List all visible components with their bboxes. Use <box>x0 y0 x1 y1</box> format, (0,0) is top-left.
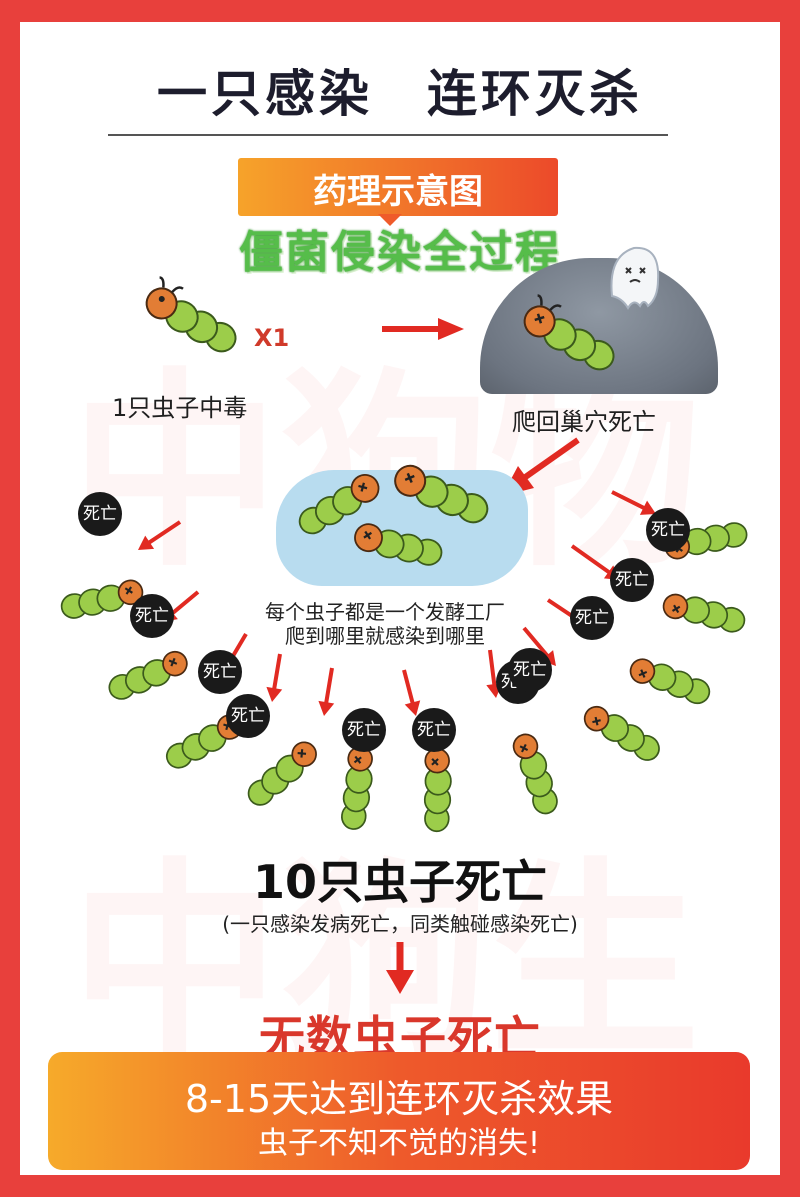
caterpillar-icon <box>341 746 373 830</box>
death-badge-icon: 死亡 <box>646 508 690 552</box>
caterpillar-icon <box>629 658 711 705</box>
arrow-to-nest <box>380 314 466 348</box>
banner-label: 药理示意图 <box>313 172 483 212</box>
footer-banner <box>48 1052 750 1170</box>
infographic-card: 中 狗 物 中 狗 生 一只感染 连环灭杀 药理示意图 僵菌侵染全过程 X1 1… <box>20 22 780 1175</box>
arrow-icon <box>386 942 414 994</box>
dead-caterpillar <box>228 728 338 822</box>
dead-caterpillar <box>382 744 492 838</box>
arrow-icon <box>138 520 182 550</box>
banner-notch <box>378 214 402 226</box>
spread-note-line2: 爬到哪里就感染到哪里 <box>285 624 485 648</box>
death-badge-icon: 死亡 <box>610 558 654 602</box>
ghost-icon <box>610 246 660 310</box>
process-subtitle: 僵菌侵染全过程 <box>239 227 561 278</box>
result-detail: (一只感染发病死亡，同类触碰感染死亡) <box>222 912 578 936</box>
caterpillar-icon <box>247 741 317 806</box>
arrow-icon <box>266 653 283 702</box>
spread-note: 每个虫子都是一个发酵工厂 爬到哪里就感染到哪里 <box>240 600 530 648</box>
death-badge-icon: 死亡 <box>570 596 614 640</box>
caterpillar-icon <box>354 523 443 566</box>
ghost <box>604 236 664 318</box>
caterpillar-icon <box>298 473 380 535</box>
watermark-char: 生 <box>490 840 701 1085</box>
puddle-caterpillar <box>350 504 460 588</box>
death-badge-icon: 死亡 <box>130 594 174 638</box>
dead-caterpillar <box>302 742 412 836</box>
death-badge-icon: 死亡 <box>508 648 552 692</box>
death-badge-icon: 死亡 <box>412 708 456 752</box>
puddle-caterpillar <box>290 462 390 556</box>
death-badge-icon: 死亡 <box>342 708 386 752</box>
step2-label: 爬回巢穴死亡 <box>512 408 656 436</box>
caterpillar-icon <box>512 733 558 815</box>
banner-background <box>238 158 558 216</box>
caterpillar-icon <box>662 593 746 633</box>
result-headline: 10只虫子死亡 <box>252 855 547 909</box>
caterpillar-icon <box>423 747 452 833</box>
arrow-icon <box>611 490 656 515</box>
watermark-char: 中 <box>70 350 281 595</box>
watermark-char: 中 <box>70 840 281 1085</box>
caterpillar-icon <box>583 705 660 761</box>
footer-line1: 8-15天达到连环灭杀效果 <box>184 1077 614 1121</box>
death-ring: 死亡死亡死亡死亡死亡死亡死亡死亡死亡死亡死亡 <box>20 22 780 842</box>
infected-caterpillar <box>138 274 248 368</box>
caterpillar-icon <box>394 464 489 524</box>
dead-caterpillar <box>94 630 204 724</box>
watermark-char: 狗 <box>280 840 491 1085</box>
dead-caterpillar <box>566 688 676 782</box>
death-badge-icon: 死亡 <box>226 694 270 738</box>
caterpillar-icon <box>145 276 237 353</box>
death-badge-icon: 死亡 <box>78 492 122 536</box>
caterpillar-icon <box>108 650 188 700</box>
title-divider <box>108 134 668 136</box>
dying-caterpillar <box>516 292 626 386</box>
spread-note-line1: 每个虫子都是一个发酵工厂 <box>265 600 505 624</box>
caterpillar-icon <box>523 294 615 371</box>
puddle-caterpillar <box>388 448 498 542</box>
dead-caterpillar <box>648 568 758 662</box>
footer-line2: 虫子不知不觉的消失! <box>257 1126 541 1161</box>
step1-label: 1只虫子中毒 <box>112 394 248 422</box>
dead-caterpillar <box>480 728 590 822</box>
dead-caterpillar <box>614 636 724 730</box>
arrow-icon <box>318 667 335 716</box>
arrow-icon <box>402 669 421 716</box>
multiplier-label: X1 <box>254 324 290 352</box>
down-arrow <box>384 940 416 1000</box>
page-title: 一只感染 连环灭杀 <box>157 65 643 123</box>
arrow-icon <box>382 318 464 340</box>
death-badge-icon: 死亡 <box>198 650 242 694</box>
caterpillar-icon <box>60 579 144 619</box>
dead-caterpillar <box>48 554 158 648</box>
